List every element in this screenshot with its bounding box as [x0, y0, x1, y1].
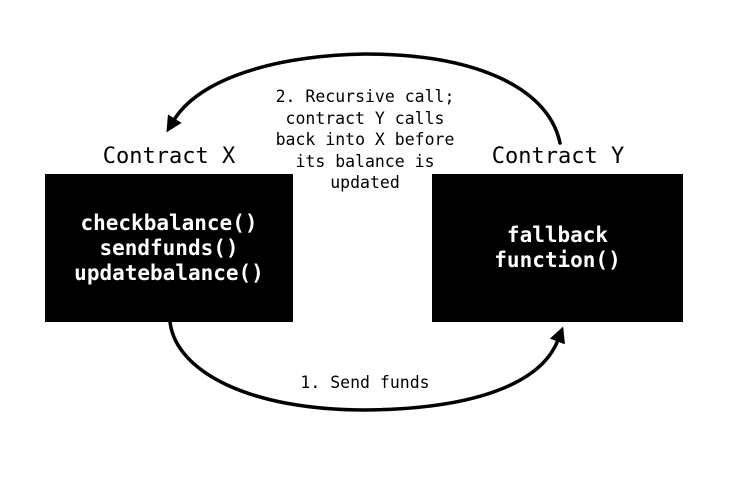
contract-x-box: checkbalance() sendfunds() updatebalance…: [45, 174, 293, 322]
recursive-call-note: 2. Recursive call; contract Y calls back…: [275, 87, 455, 192]
send-funds-note: 1. Send funds: [300, 373, 430, 392]
contract-y-box: fallback function(): [432, 174, 683, 322]
contract-y-functions: fallback function(): [494, 223, 621, 272]
contract-x-functions: checkbalance() sendfunds() updatebalance…: [74, 210, 264, 285]
contract-y-label: Contract Y: [491, 144, 625, 169]
contract-x-label: Contract X: [102, 144, 236, 169]
recursive-call-arrow: [166, 52, 562, 145]
send-funds-arrow: [168, 320, 565, 412]
